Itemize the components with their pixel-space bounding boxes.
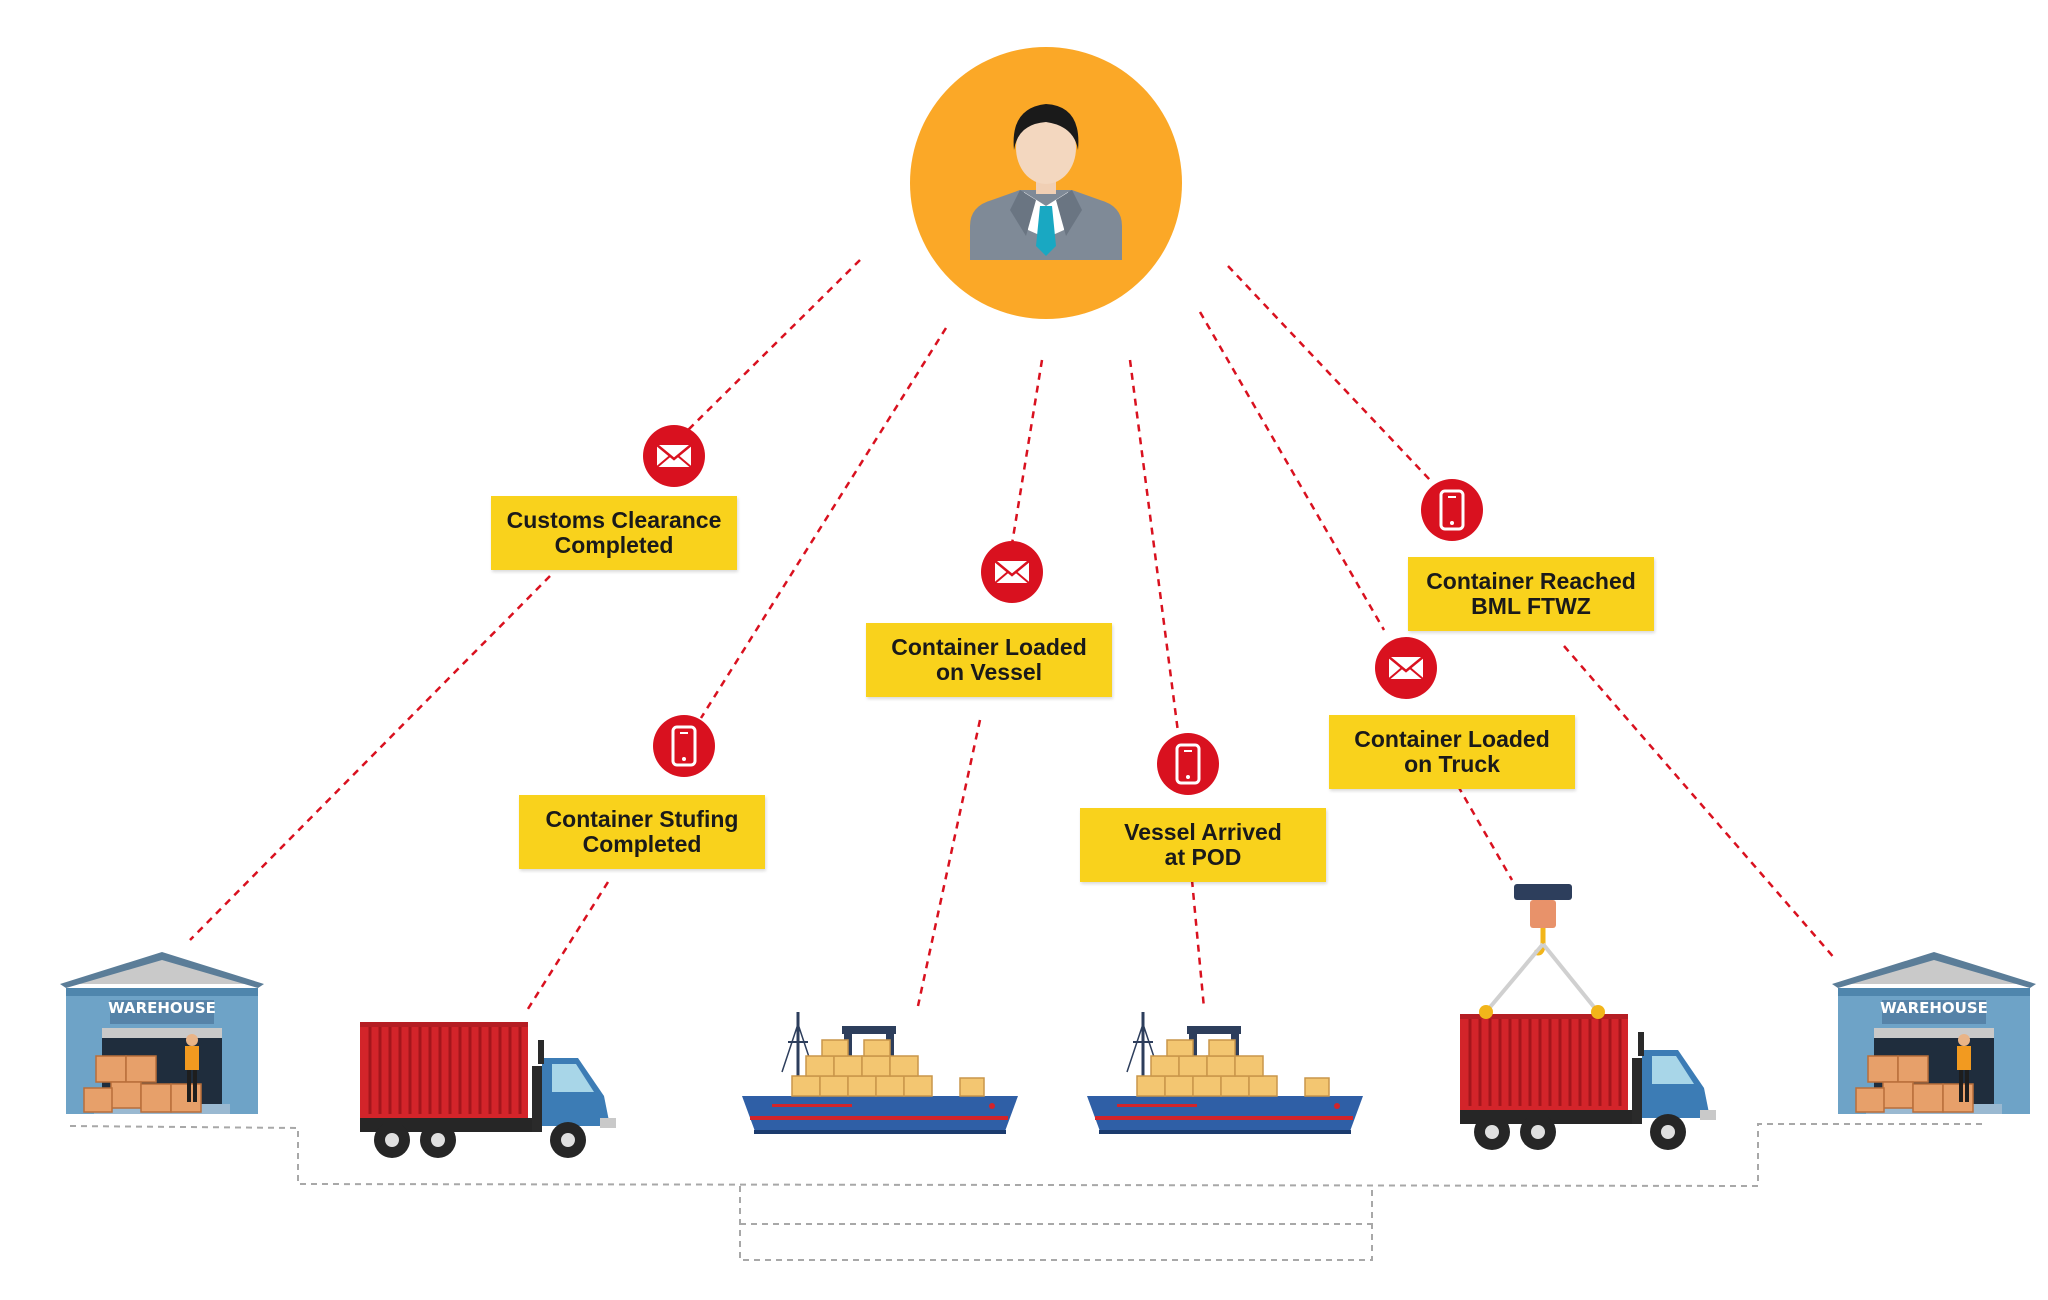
event-label-loaded-on-truck: Container Loaded on Truck: [1329, 715, 1575, 789]
event-label-line: Container Stufing: [545, 806, 739, 832]
event-label-loaded-on-vessel: Container Loaded on Vessel: [866, 623, 1112, 697]
event-label-line: Customs Clearance: [506, 507, 722, 533]
event-label-line: Container Reached: [1426, 568, 1636, 594]
user-avatar: [910, 47, 1182, 319]
origin-warehouse: [59, 951, 265, 1115]
destination-warehouse: [1831, 951, 2037, 1115]
origin-container-truck: [358, 1020, 618, 1160]
event-label-line: Container Loaded: [891, 634, 1087, 660]
event-label-line: Vessel Arrived: [1124, 819, 1282, 845]
event-label-line: Container Loaded: [1354, 726, 1550, 752]
destination-cargo-vessel: [1085, 1010, 1365, 1136]
event-label-vessel-arrived: Vessel Arrived at POD: [1080, 808, 1326, 882]
event-label-line: at POD: [1164, 844, 1242, 870]
warehouse-sign-right: WAREHOUSE: [1880, 999, 1988, 1017]
connector-lines: [189, 259, 1837, 1013]
event-label-line: BML FTWZ: [1471, 593, 1591, 619]
warehouse-sign-left: WAREHOUSE: [108, 999, 216, 1017]
email-icon: [641, 423, 707, 489]
origin-cargo-vessel: [740, 1010, 1020, 1136]
crane-hook: [1479, 884, 1605, 1019]
route-path: [69, 1123, 1982, 1261]
destination-container-truck: [1458, 1012, 1718, 1152]
event-label-container-stuffing: Container Stufing Completed: [519, 795, 765, 869]
event-label-container-reached: Container Reached BML FTWZ: [1408, 557, 1654, 631]
event-label-line: on Truck: [1404, 751, 1500, 777]
mobile-phone-icon: [1155, 731, 1221, 797]
mobile-phone-icon: [651, 713, 717, 779]
email-icon: [979, 539, 1045, 605]
event-label-line: Completed: [554, 532, 674, 558]
event-label-line: on Vessel: [935, 659, 1043, 685]
event-label-customs-clearance: Customs Clearance Completed: [491, 496, 737, 570]
event-label-line: Completed: [582, 831, 702, 857]
mobile-phone-icon: [1419, 477, 1485, 543]
email-icon: [1373, 635, 1439, 701]
